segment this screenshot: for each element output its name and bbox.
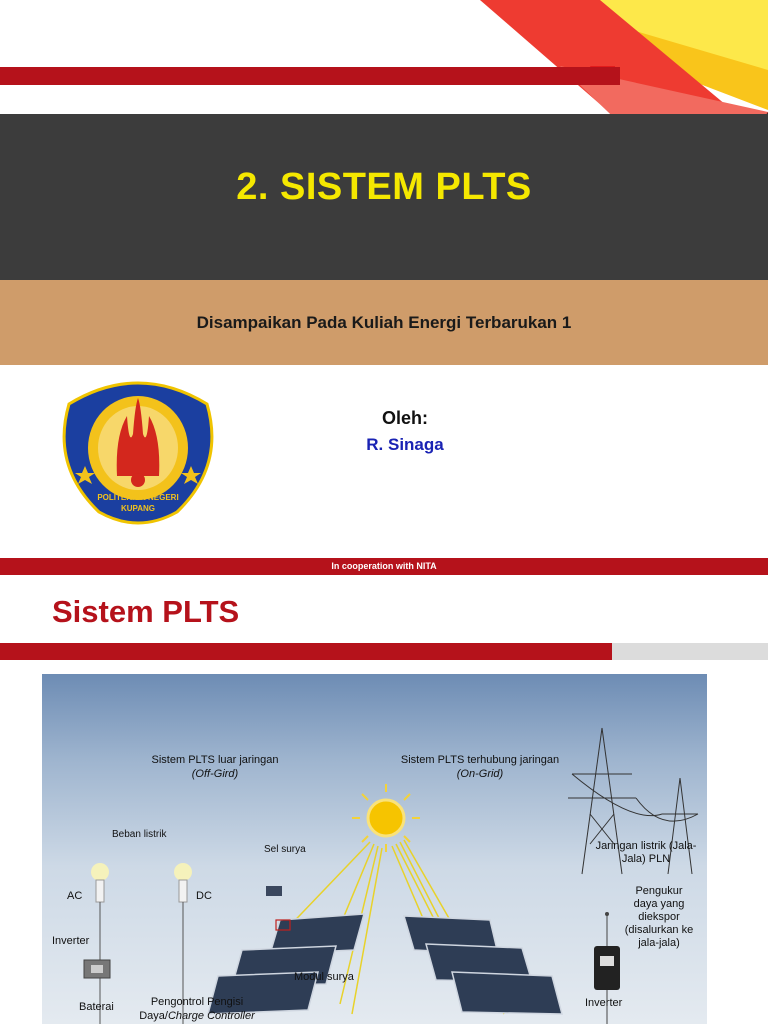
slide-subtitle: Disampaikan Pada Kuliah Energi Terbaruka… [196,313,572,332]
offgrid-sub: (Off-Gird) [191,768,239,780]
meter-label-3: diekspor [638,911,680,923]
footer-text: In cooperation with NITA [331,561,437,571]
meter-label-4: (disalurkan ke [624,924,694,936]
ongrid-title: Sistem PLTS terhubung jaringan [400,754,560,766]
charge-controller-label-2: Daya/Charge Controller [139,1010,255,1022]
by-label: Oleh: [381,408,428,428]
offgrid-title: Sistem PLTS luar jaringan [151,754,279,766]
author-name: R. Sinaga [366,435,444,454]
plts-diagram: Sistem PLTS luar jaringan (Off-Gird) Sis… [42,674,707,1024]
subtitle-band [0,280,768,365]
sun-icon [366,798,406,838]
slide2-title: Sistem PLTS [52,594,240,629]
meter-label-2: daya yang [633,898,685,910]
ac-bulb-icon [91,863,109,1024]
top-red-bar [0,67,620,85]
diagram-graphics [83,727,699,1024]
footer-bar [0,558,768,575]
ac-label: AC [67,890,83,902]
cell-label: Sel surya [264,844,306,855]
slide2-grey-bar [612,643,768,660]
slide2-red-bar [0,643,612,660]
load-label: Beban listrik [112,829,167,840]
svg-text:KUPANG: KUPANG [121,504,155,513]
module-label: Modul surya [294,971,354,983]
dc-bulb-icon [174,863,192,1024]
grid-label-2: Jala) PLN [621,853,671,865]
meter-label-5: jala-jala) [638,937,680,949]
ongrid-sub: (On-Grid) [456,768,504,780]
charge-controller-label-1: Pengontrol Pengisi [150,996,244,1008]
battery-label: Baterai [79,1001,114,1013]
inverter-left-label: Inverter [52,935,90,947]
dc-label: DC [196,890,212,902]
meter-icon [594,946,620,990]
polytechnic-logo: POLITEKNIK NEGERI KUPANG [62,381,214,525]
slide-title: 2. SISTEM PLTS [236,166,532,208]
transmission-tower-icon [568,727,699,875]
svg-text:POLITEKNIK NEGERI: POLITEKNIK NEGERI [97,493,178,502]
meter-label-1: Pengukur [635,885,683,897]
inverter-right-label: Inverter [585,997,623,1009]
grid-label-1: Jaringan listrik (Jala- [595,840,697,852]
title-band [0,114,768,280]
solar-cell-icon [266,886,282,896]
